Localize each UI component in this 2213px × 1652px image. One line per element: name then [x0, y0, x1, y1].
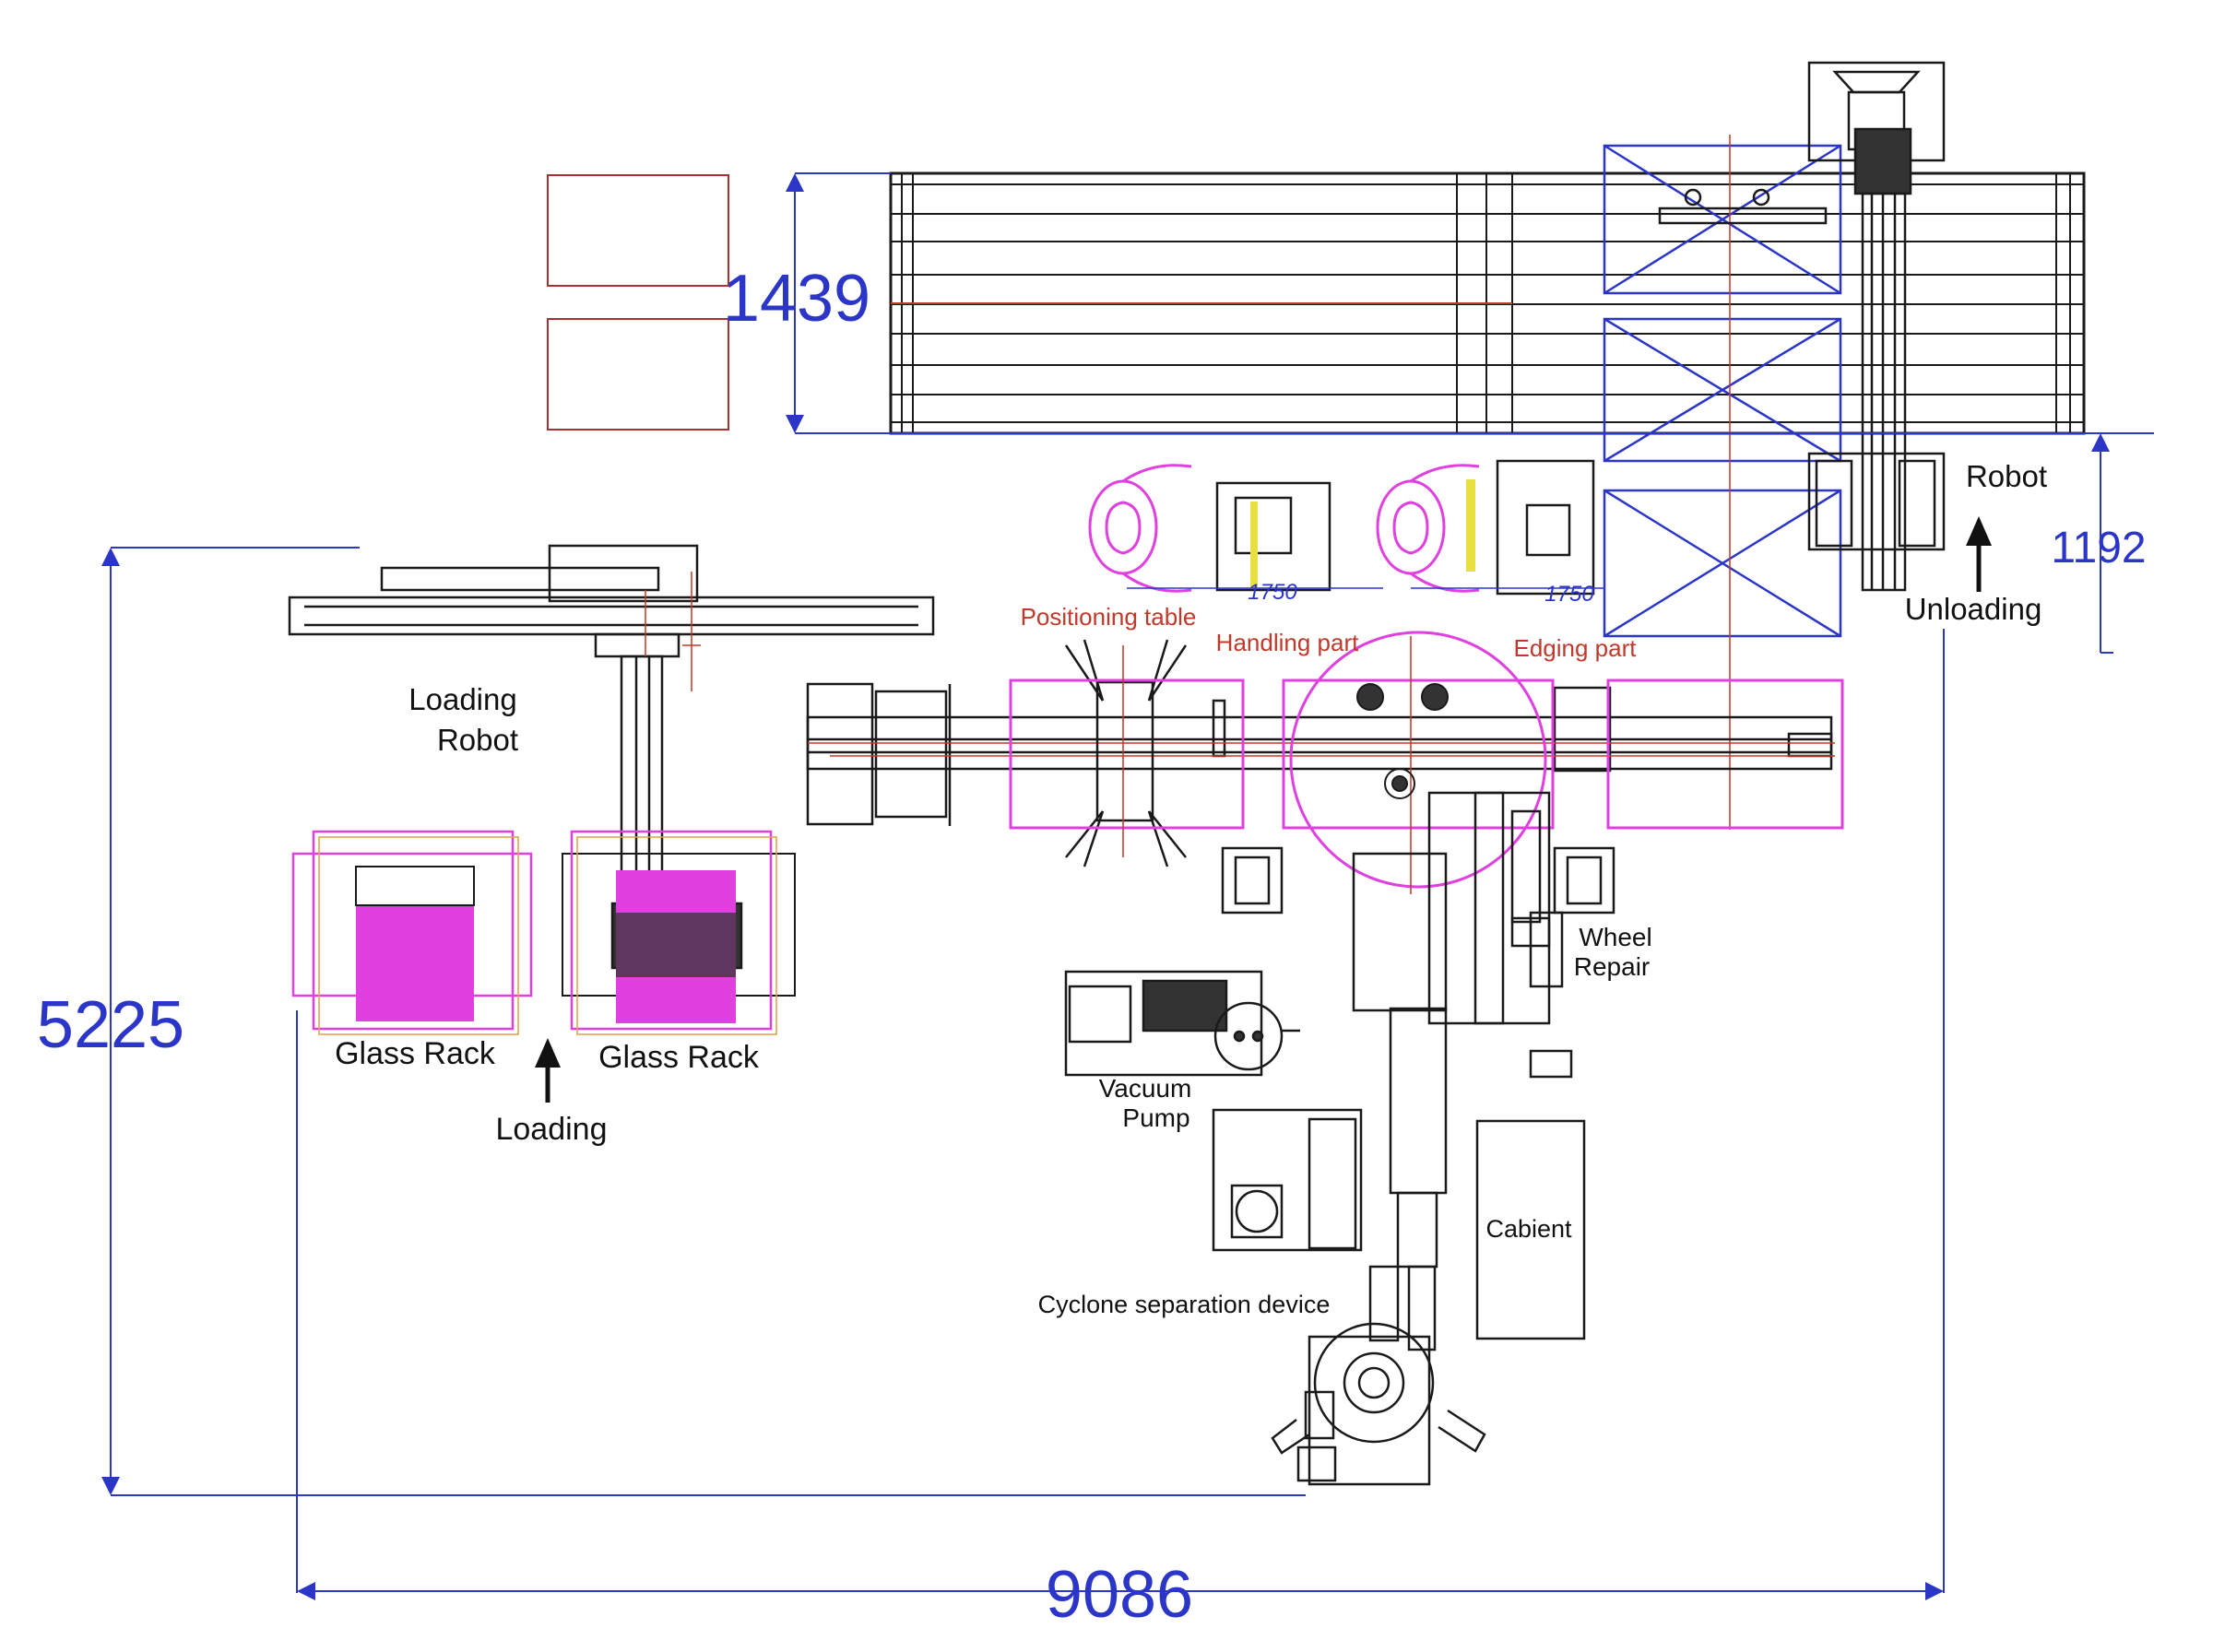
- positioning-clamps: [1064, 639, 1188, 867]
- dim-overall-height-label: 5225: [37, 988, 184, 1062]
- label-loading: Loading: [495, 1112, 607, 1147]
- label-positioning-table: Positioning table: [1021, 603, 1197, 631]
- wheel-repair: [1510, 916, 1573, 1079]
- dim-pos-table-label: 1750: [1248, 580, 1297, 605]
- operator-right: [1376, 464, 1480, 593]
- dim-edging-label: 1750: [1544, 582, 1594, 607]
- dim-unloading-offset: [2091, 433, 2113, 654]
- label-loading-robot-1: Loading: [408, 682, 516, 716]
- label-glass-rack-right: Glass Rack: [598, 1040, 760, 1075]
- glass-rack-left: [291, 830, 533, 1035]
- processing-line: [806, 682, 1833, 826]
- dimension-labels: 1439 5225 9086 1192 1750 1750: [37, 262, 2147, 1632]
- dim-conveyor: [786, 172, 2154, 434]
- label-glass-rack-left: Glass Rack: [335, 1036, 496, 1071]
- label-wheel-repair-2: Repair: [1574, 952, 1650, 981]
- control-panel-right: [1466, 459, 1595, 596]
- dim-conveyor-height: 1439: [723, 262, 870, 336]
- unloading-robot: [1658, 61, 1946, 592]
- label-vacuum-pump-2: Pump: [1122, 1103, 1189, 1132]
- label-unloading: Unloading: [1905, 592, 2042, 626]
- dim-unloading-offset-label: 1192: [2051, 524, 2146, 572]
- component-labels: Loading Robot Glass Rack Glass Rack Load…: [335, 459, 2047, 1318]
- empty-racks: [547, 174, 729, 431]
- label-robot: Robot: [1966, 459, 2047, 493]
- unloading-arrow: [1966, 516, 1992, 592]
- work-zones: [1009, 631, 1844, 889]
- control-panel-left: [1215, 481, 1331, 592]
- label-vacuum-pump-1: Vacuum: [1099, 1074, 1192, 1103]
- edging-heads: [1356, 683, 1449, 799]
- conveyor-stations: [1603, 144, 1842, 638]
- label-loading-robot-2: Robot: [437, 723, 518, 757]
- glass-rack-right: [562, 830, 796, 1035]
- label-cabinet: Cabient: [1485, 1215, 1572, 1243]
- dim-overall-height: [101, 547, 1306, 1496]
- label-handling-part: Handling part: [1216, 629, 1359, 656]
- cyclone-separator: [1212, 1007, 1486, 1486]
- label-wheel-repair-1: Wheel: [1579, 923, 1651, 951]
- dim-overall-width: [296, 629, 1945, 1600]
- line-supports: [1221, 791, 1615, 1025]
- annotation-labels: Positioning table Handling part Edging p…: [1021, 603, 1638, 662]
- label-edging-part: Edging part: [1514, 634, 1638, 662]
- vacuum-pump: [1064, 970, 1300, 1077]
- loading-robot-axes: [645, 572, 701, 691]
- loading-arrow: [535, 1038, 561, 1103]
- cabinet-box: [1475, 1119, 1586, 1340]
- dim-overall-width-label: 9086: [1046, 1558, 1193, 1632]
- label-cyclone: Cyclone separation device: [1038, 1291, 1331, 1318]
- zone-axes: [1122, 636, 1412, 894]
- operator-left: [1088, 464, 1192, 593]
